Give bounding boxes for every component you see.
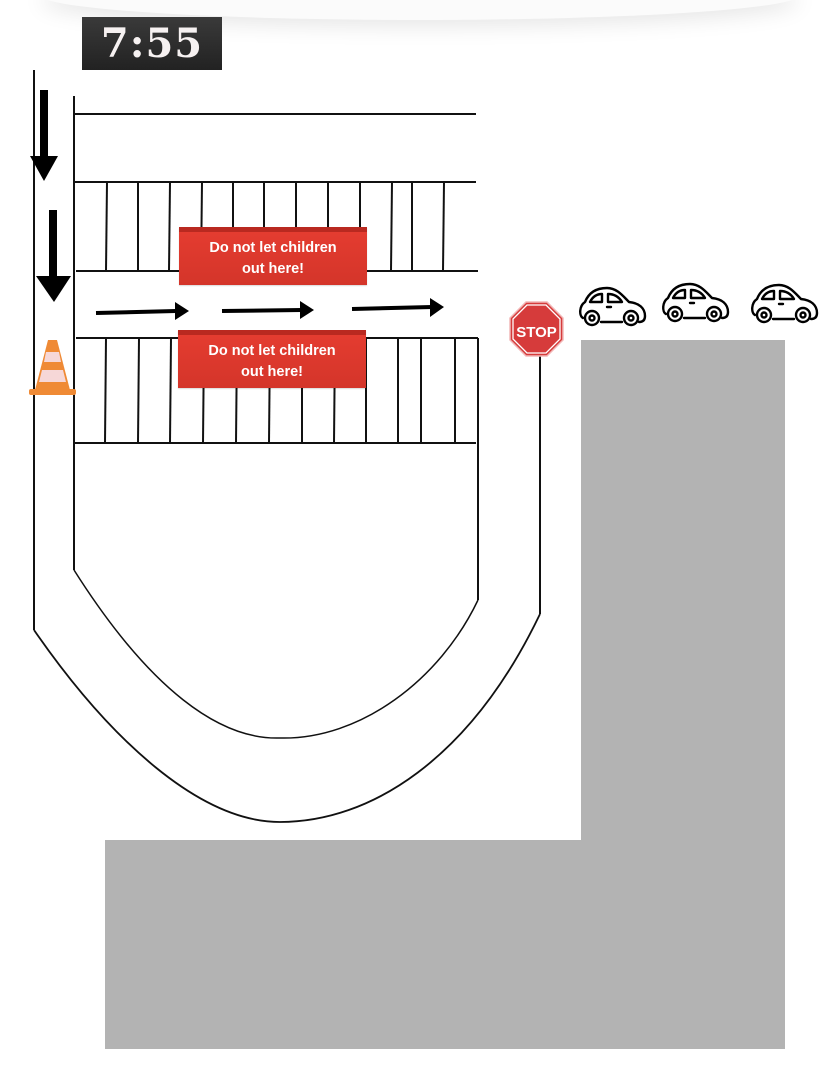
warning-sign-line1: Do not let children (209, 240, 337, 256)
warning-sign-top: Do not let children out here! (179, 227, 367, 285)
warning-sign-bottom: Do not let children out here! (178, 330, 366, 388)
right-arrow-icon (221, 301, 314, 319)
stop-sign-label: STOP (516, 324, 557, 341)
down-arrow-icon (36, 210, 71, 302)
car-icon (751, 283, 819, 324)
crosswalk-bottom (74, 337, 478, 444)
traffic-cone-icon (29, 340, 76, 395)
down-arrow-icon (30, 90, 58, 181)
right-arrow-icon (351, 298, 444, 317)
warning-sign-line1: Do not let children (208, 343, 336, 359)
outer-u-turn-curve (33, 613, 541, 823)
clock-time: 7:55 (82, 17, 222, 70)
car-icon (662, 282, 730, 323)
warning-sign-line2: out here! (240, 364, 304, 380)
top-shadow (40, 0, 800, 20)
school-building (105, 340, 785, 1049)
right-arrow-icon (95, 302, 189, 320)
stop-sign-icon: STOP (509, 301, 564, 357)
car-icon (579, 286, 647, 327)
warning-sign-line2: out here! (241, 261, 305, 277)
inner-u-turn-curve (73, 569, 479, 739)
